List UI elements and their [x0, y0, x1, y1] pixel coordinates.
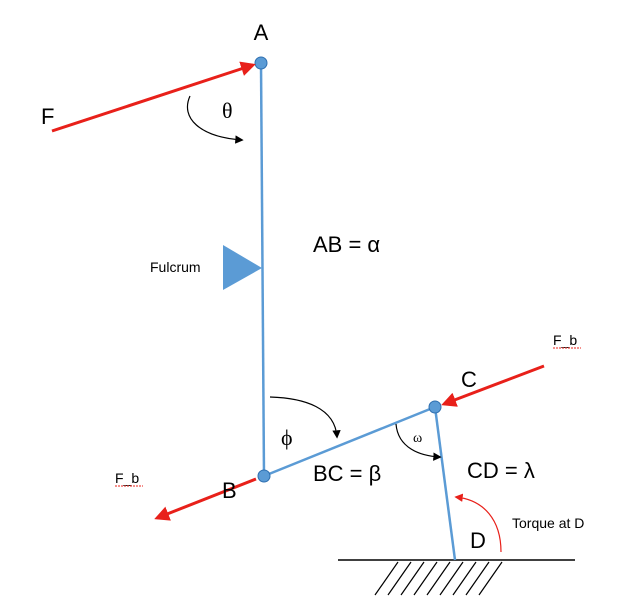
label-point-c: C [461, 367, 477, 392]
ground [338, 559, 575, 596]
label-point-b: B [222, 478, 237, 503]
force-fb-c-arrow [441, 364, 545, 407]
link-cd [433, 406, 457, 561]
label-point-a: A [254, 20, 269, 45]
fulcrum-triangle [223, 245, 262, 290]
label-length-ab: AB = α [313, 232, 380, 257]
link-bc [263, 405, 436, 478]
label-force-fb-right: F_b [553, 332, 577, 348]
label-length-cd: CD = λ [467, 458, 535, 483]
label-force-f: F [41, 104, 54, 129]
ground-hatching [374, 561, 503, 596]
torque-arrow [454, 493, 502, 553]
joint-a [254, 56, 268, 70]
force-fb-b-arrow [154, 477, 257, 521]
link-ab [259, 62, 266, 477]
joint-c [428, 400, 442, 414]
label-length-bc: BC = β [313, 461, 381, 486]
force-f-arrow [51, 61, 256, 133]
label-torque: Torque at D [512, 515, 584, 531]
label-force-fb-left: F_b [115, 470, 139, 486]
joint-b [257, 469, 271, 483]
label-angle-theta: θ [222, 98, 233, 123]
label-fulcrum: Fulcrum [150, 259, 201, 275]
omega-arc [395, 423, 442, 461]
label-point-d: D [470, 528, 486, 553]
theta-arc [186, 95, 244, 144]
label-angle-phi: ϕ [281, 425, 293, 450]
label-angle-omega: ω [413, 431, 422, 446]
phi-arc [269, 396, 341, 439]
